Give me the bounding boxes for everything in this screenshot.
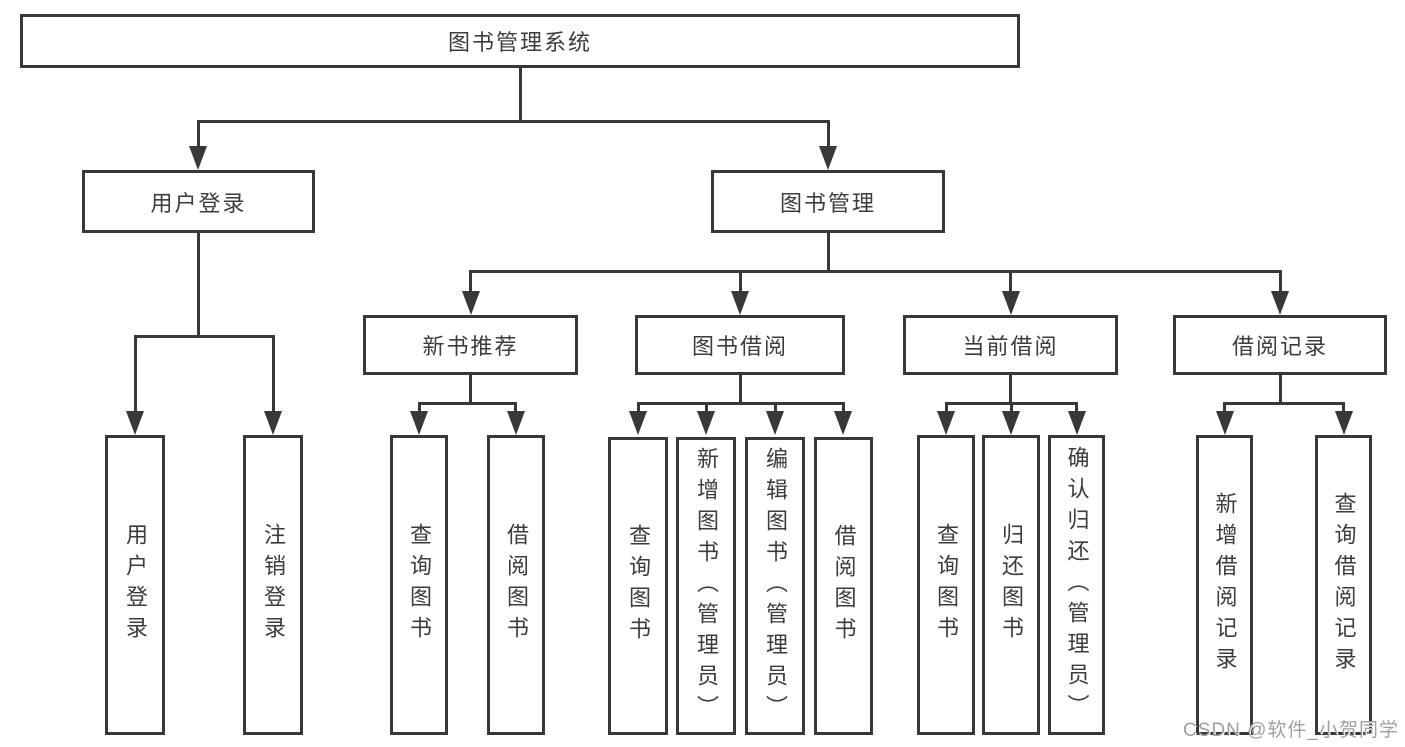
connector-drop-current-borrow [1009, 270, 1012, 295]
node-label: 查询图书 [407, 523, 432, 647]
arrowhead-icon [1271, 291, 1289, 315]
leaf-return-books: 归还图书 [982, 435, 1040, 735]
leaf-borrow-books-recommend: 借阅图书 [487, 435, 545, 735]
node-label: 归还图书 [999, 523, 1024, 647]
arrowhead-icon [697, 411, 715, 435]
connector-drop-leaf [418, 402, 421, 415]
connector-root-stem [519, 68, 522, 122]
connector-drop-book-borrow [739, 270, 742, 295]
connector-drop-leaf [637, 402, 640, 415]
connector-drop-leaf [945, 402, 948, 415]
arrowhead-icon [819, 146, 837, 170]
connector-newbook-bar [418, 402, 517, 405]
connector-drop-leaf [1075, 402, 1078, 415]
leaf-confirm-return-admin: 确认归还（管理员） [1048, 435, 1105, 735]
connector-drop-borrow-records [1279, 270, 1282, 295]
node-label: 图书借阅 [691, 334, 788, 359]
arrowhead-icon [731, 291, 749, 315]
connector-drop-leaf [134, 335, 137, 415]
connector-drop-leaf [1342, 402, 1345, 415]
node-label: 用户登录 [150, 190, 247, 216]
connector-drop-leaf [774, 402, 777, 415]
node-library-management-system: 图书管理系统 [20, 14, 1020, 68]
connector-drop-leaf [514, 402, 517, 415]
connector-currentborrow-stem [1009, 375, 1012, 404]
leaf-query-borrow-record: 查询借阅记录 [1315, 435, 1372, 735]
connector-borrowrecords-stem [1279, 375, 1282, 404]
node-label: 新增借阅记录 [1212, 492, 1238, 678]
csdn-watermark: CSDN @软件_小贺同学 [1183, 720, 1399, 741]
leaf-add-borrow-record: 新增借阅记录 [1196, 435, 1253, 735]
connector-drop-new-book [469, 270, 472, 295]
connector-bookmgmt-stem [827, 233, 830, 272]
node-label: 用户登录 [123, 523, 148, 647]
leaf-edit-books-admin: 编辑图书（管理员） [745, 437, 805, 735]
connector-newbook-stem [469, 375, 472, 404]
node-borrowing-records: 借阅记录 [1173, 315, 1387, 375]
connector-drop-leaf [1010, 402, 1013, 415]
node-label: 图书管理 [779, 190, 876, 216]
connector-drop-leaf [1223, 402, 1226, 415]
arrowhead-icon [1002, 411, 1020, 435]
leaf-add-books-admin: 新增图书（管理员） [676, 437, 736, 735]
connector-userlogin-stem [197, 233, 200, 337]
connector-drop-book-management [827, 120, 830, 150]
connector-drop-leaf [842, 402, 845, 415]
connector-root-bar [197, 120, 829, 123]
node-label: 图书管理系统 [447, 30, 592, 55]
connector-drop-leaf [705, 402, 708, 415]
node-label: 查询借阅记录 [1331, 492, 1357, 678]
node-label: 确认归还（管理员） [1064, 445, 1090, 725]
arrowhead-icon [1002, 291, 1020, 315]
arrowhead-icon [1216, 411, 1234, 435]
arrowhead-icon [937, 411, 955, 435]
connector-bookborrow-bar [637, 402, 844, 405]
leaf-query-books-borrow: 查询图书 [608, 437, 668, 735]
connector-drop-user-login [197, 120, 200, 150]
arrowhead-icon [1068, 411, 1086, 435]
connector-userlogin-bar [134, 335, 273, 338]
node-book-management: 图书管理 [711, 170, 945, 233]
node-new-book-recommendation: 新书推荐 [363, 315, 578, 375]
connector-borrowrecords-bar [1223, 402, 1344, 405]
arrowhead-icon [766, 411, 784, 435]
connector-bookborrow-stem [739, 375, 742, 404]
leaf-borrow-books: 借阅图书 [814, 437, 873, 735]
node-user-login: 用户登录 [82, 170, 315, 233]
arrowhead-icon [264, 411, 282, 435]
arrowhead-icon [834, 411, 852, 435]
node-label: 新增图书（管理员） [694, 446, 719, 726]
leaf-logout: 注销登录 [243, 435, 303, 735]
node-label: 编辑图书（管理员） [763, 446, 788, 726]
leaf-user-login: 用户登录 [105, 435, 165, 735]
node-book-borrowing: 图书借阅 [635, 315, 845, 375]
node-current-borrowing: 当前借阅 [903, 315, 1118, 375]
node-label: 当前借阅 [962, 334, 1059, 359]
arrowhead-icon [1335, 411, 1353, 435]
node-label: 借阅记录 [1231, 334, 1328, 359]
node-label: 查询图书 [934, 523, 959, 647]
node-label: 新书推荐 [422, 334, 519, 359]
leaf-query-books-current: 查询图书 [917, 435, 975, 735]
arrowhead-icon [189, 146, 207, 170]
node-label: 注销登录 [261, 523, 286, 647]
leaf-query-books-recommend: 查询图书 [390, 435, 448, 735]
connector-drop-leaf [272, 335, 275, 415]
arrowhead-icon [410, 411, 428, 435]
connector-bookmgmt-bar [469, 270, 1281, 273]
node-label: 查询图书 [626, 524, 651, 648]
arrowhead-icon [126, 411, 144, 435]
arrowhead-icon [507, 411, 525, 435]
arrowhead-icon [462, 291, 480, 315]
node-label: 借阅图书 [831, 524, 857, 648]
node-label: 借阅图书 [504, 523, 529, 647]
arrowhead-icon [629, 411, 647, 435]
